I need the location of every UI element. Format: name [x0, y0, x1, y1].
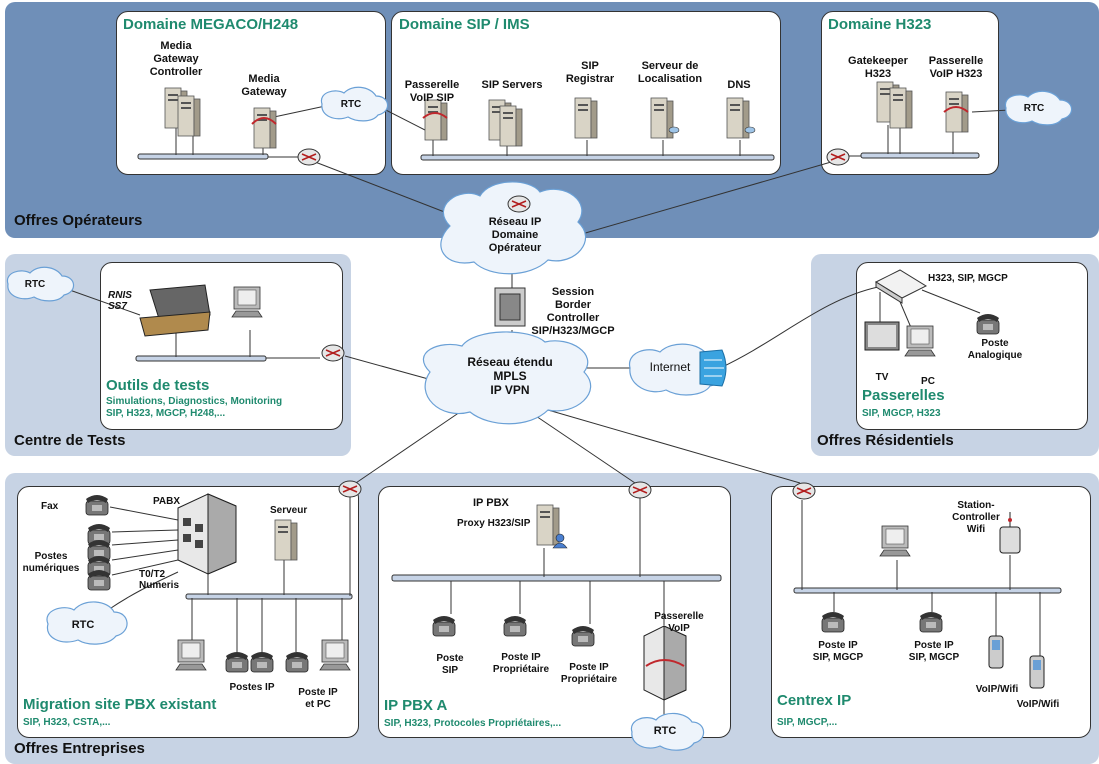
sip-passerelle-label: Passerelle VoIP SIP [404, 79, 460, 104]
mig-fax-label: Fax [41, 501, 59, 512]
mig-t0t2-label: T0/T2 Numeris [139, 569, 180, 591]
megaco-mg-label: Media Gateway [241, 73, 287, 98]
mig-serveur-label: Serveur [270, 505, 308, 516]
cloud-rtc-h323 [1004, 90, 1073, 126]
centrex-wifi1-label: VoIP/Wifi [975, 684, 1019, 695]
mig-postes-num-label: Postes numériques [22, 551, 80, 574]
res-protocols-label: H323, SIP, MGCP [928, 273, 1008, 284]
zone-label-entreprises: Offres Entreprises [14, 740, 145, 757]
gateway-box [874, 269, 928, 304]
h323-title: Domaine H323 [828, 16, 932, 33]
res-subtitle: SIP, MGCP, H323 [862, 408, 941, 419]
box-sip-ims [391, 11, 781, 175]
mig-pabx-label: PABX [153, 496, 181, 507]
megaco-mgc-label: Media Gateway Controller [149, 40, 203, 78]
mig-subtitle: SIP, H323, CSTA,... [23, 717, 111, 728]
ippbx-poste-sip-label: Poste SIP [436, 653, 464, 676]
centrex-station-label: Station- Controller Wifi [952, 500, 1000, 535]
ippbx-passerelle-label: Passerelle VoIP [654, 611, 704, 634]
sbc-device [494, 287, 526, 327]
wifi-phone-2 [1029, 655, 1045, 689]
sip-localisation-label: Serveur de Localisation [637, 60, 703, 85]
ippbx-label: IP PBX [473, 497, 509, 509]
wifi-controller-device [999, 512, 1021, 554]
box-outils-tests [100, 262, 343, 430]
zone-label-operateurs: Offres Opérateurs [14, 212, 143, 229]
pabx-device [177, 493, 237, 575]
tv-device [864, 321, 900, 351]
zone-label-tests: Centre de Tests [14, 432, 126, 449]
res-pc-label: PC [921, 376, 935, 387]
cloud-mpls-label: Réseau étendu MPLS IP VPN [467, 355, 553, 397]
cloud-ip-label: Réseau IP Domaine Opérateur [488, 216, 542, 254]
sip-servers-label: SIP Servers [481, 79, 543, 91]
res-tv-label: TV [875, 372, 889, 383]
sbc-label: Session Border Controller SIP/H323/MGCP [531, 286, 615, 337]
tests-subtitle: Simulations, Diagnostics, Monitoring SIP… [106, 396, 283, 419]
internet-label: Internet [649, 360, 691, 374]
mig-rtc-label: RTC [71, 619, 95, 631]
firewall-internet [699, 349, 727, 387]
ippbx-poste-prop1-label: Poste IP Propriétaire [492, 652, 550, 675]
cloud-mpls [422, 331, 592, 425]
h323-gatekeeper-label: Gatekeeper H323 [848, 55, 908, 80]
ippbx-title: IP PBX A [384, 697, 448, 714]
ippbx-subtitle: SIP, H323, Protocoles Propriétaires,... [384, 718, 562, 729]
ippbx-rtc-label: RTC [653, 725, 677, 737]
mig-postes-ip-label: Postes IP [229, 682, 275, 693]
cloud-rtc-tests [6, 266, 75, 302]
zone-label-residentiels: Offres Résidentiels [817, 432, 954, 449]
cloud-ip-operateur [440, 181, 587, 275]
h323-rtc-label: RTC [1023, 103, 1045, 114]
wifi-phone-1 [988, 635, 1004, 669]
centrex-wifi2-label: VoIP/Wifi [1016, 699, 1060, 710]
res-poste-label: Poste Analogique [967, 338, 1023, 361]
centrex-poste2-label: Poste IP SIP, MGCP [908, 640, 960, 663]
ippbx-poste-prop2-label: Poste IP Propriétaire [560, 662, 618, 685]
megaco-rtc-label: RTC [340, 99, 362, 110]
sip-registrar-label: SIP Registrar [565, 60, 615, 85]
ippbx-proxy-label: Proxy H323/SIP [457, 518, 531, 529]
test-analyzer-device [139, 284, 211, 337]
sip-dns-label: DNS [727, 79, 751, 91]
passerelle-voip-device [643, 625, 687, 701]
res-title: Passerelles [862, 387, 945, 404]
megaco-title: Domaine MEGACO/H248 [123, 16, 299, 33]
mig-title: Migration site PBX existant [23, 696, 217, 713]
sip-title: Domaine SIP / IMS [399, 16, 530, 33]
centrex-subtitle: SIP, MGCP,... [777, 717, 838, 728]
tests-rtc-label: RTC [24, 279, 46, 290]
tests-title: Outils de tests [106, 377, 210, 394]
mig-poste-ip-pc-label: Poste IP et PC [298, 687, 338, 710]
cloud-rtc-migration [46, 601, 128, 645]
centrex-poste1-label: Poste IP SIP, MGCP [812, 640, 864, 663]
h323-passerelle-label: Passerelle VoIP H323 [928, 55, 984, 80]
centrex-title: Centrex IP [777, 692, 852, 709]
tests-rnis-label: RNIS SS7 [108, 290, 132, 312]
cloud-rtc-ippbx [630, 712, 705, 751]
box-h323 [821, 11, 999, 175]
cloud-rtc-megaco [320, 86, 389, 122]
